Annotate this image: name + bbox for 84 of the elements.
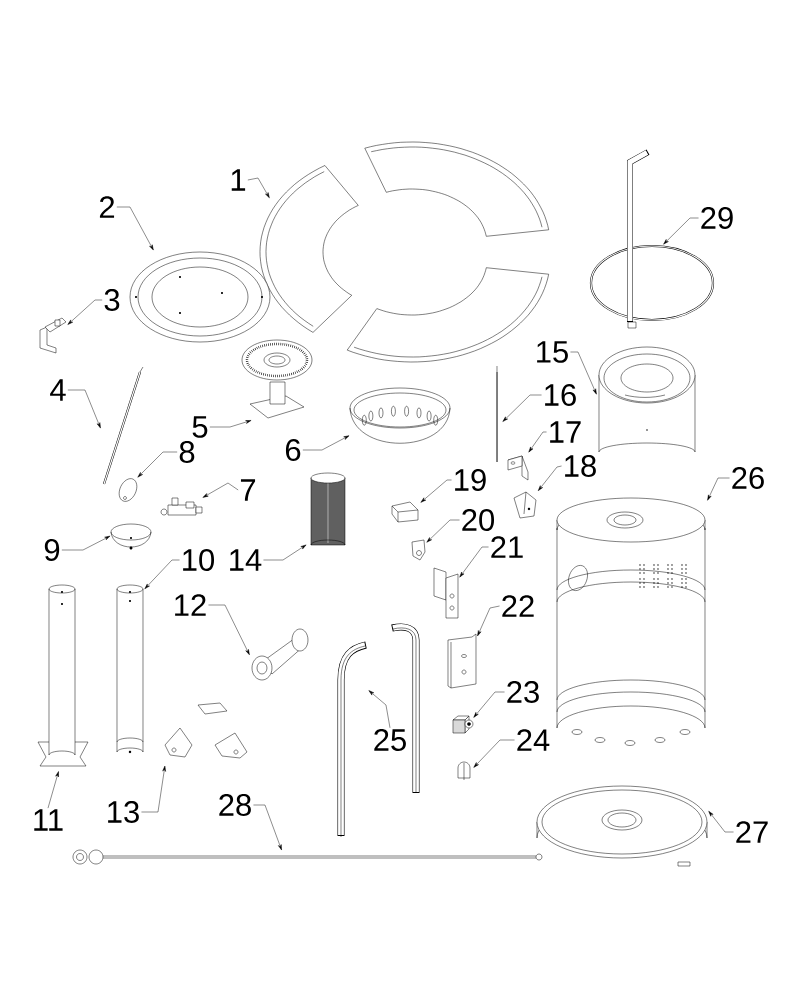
part-drawing (513, 491, 537, 519)
part-drawing (411, 539, 426, 561)
leader-line (47, 771, 59, 809)
callout-number: 18 (565, 455, 596, 477)
leader-line (137, 451, 178, 478)
callout-number: 26 (732, 467, 764, 489)
leader-line (209, 420, 252, 428)
callout-number: 27 (736, 821, 768, 843)
part-drawing (118, 478, 138, 502)
part-drawing (536, 785, 708, 867)
leader-line (247, 177, 270, 199)
part-drawing (72, 849, 543, 865)
leader-line (263, 544, 307, 561)
callout-number: 17 (550, 421, 581, 443)
part-drawing (102, 366, 144, 485)
callout-number: 24 (517, 729, 550, 751)
leader-line (477, 605, 500, 637)
leader-line (368, 690, 391, 729)
leader-line (663, 217, 699, 245)
part-drawing (251, 628, 309, 681)
callout-number: 25 (374, 729, 406, 751)
leader-line (302, 435, 350, 451)
leader-line (208, 604, 250, 656)
callout-number: 20 (462, 509, 494, 531)
callout-number: 5 (192, 416, 208, 438)
leader-line (253, 804, 282, 851)
leader-line (528, 431, 547, 453)
callout-number: 16 (545, 384, 576, 406)
leader-line (61, 535, 111, 551)
part-drawing (507, 455, 529, 481)
callout-number: 7 (240, 479, 256, 501)
callout-number: 3 (104, 289, 120, 311)
leader-line (473, 739, 515, 768)
part-drawing (310, 472, 346, 546)
callout-number: 1 (231, 169, 246, 191)
callout-number: 22 (502, 595, 534, 617)
leader-line (144, 559, 180, 590)
part-drawing (447, 633, 477, 689)
callout-number: 8 (179, 441, 195, 463)
part-drawing (164, 702, 248, 759)
leader-line (141, 765, 166, 813)
callout-number: 2 (99, 196, 115, 218)
callout-number: 9 (44, 539, 60, 561)
leader-line (67, 389, 101, 429)
part-drawing (433, 567, 459, 619)
callout-number: 29 (701, 207, 733, 229)
callout-number: 12 (175, 594, 206, 616)
callout-number: 14 (230, 549, 262, 571)
part-drawing (129, 251, 271, 343)
leader-line (459, 546, 489, 578)
leader-line (426, 519, 460, 543)
callout-number: 21 (491, 536, 523, 558)
leader-line (570, 351, 597, 395)
leader-line (707, 477, 730, 501)
part-drawing (337, 641, 367, 838)
part-drawing (391, 501, 419, 523)
part-drawing (349, 387, 451, 444)
part-drawing (598, 346, 696, 453)
callout-number: 6 (285, 439, 301, 461)
leader-line (473, 691, 505, 718)
callout-number: 11 (34, 809, 63, 831)
part-drawing (457, 761, 471, 781)
leader-line (67, 299, 103, 325)
leader-line (537, 465, 562, 491)
callout-number: 15 (537, 341, 568, 363)
leader-line (502, 394, 542, 422)
leader-line (420, 479, 452, 503)
part-drawing (37, 584, 89, 767)
part-drawing (110, 523, 152, 550)
part-drawing (452, 715, 474, 734)
leader-line (202, 482, 239, 498)
part-drawing (160, 497, 203, 516)
callout-number: 19 (455, 469, 486, 491)
leader-line (708, 810, 734, 833)
callout-number: 10 (183, 549, 214, 571)
callout-number: 13 (108, 801, 139, 823)
part-drawing (556, 497, 706, 746)
leader-line (116, 206, 154, 251)
part-drawing (116, 584, 144, 754)
callout-number: 28 (219, 794, 251, 816)
callout-number: 4 (50, 379, 66, 401)
callout-number: 23 (507, 681, 539, 703)
part-drawing (241, 339, 313, 419)
part-drawing (39, 317, 67, 354)
